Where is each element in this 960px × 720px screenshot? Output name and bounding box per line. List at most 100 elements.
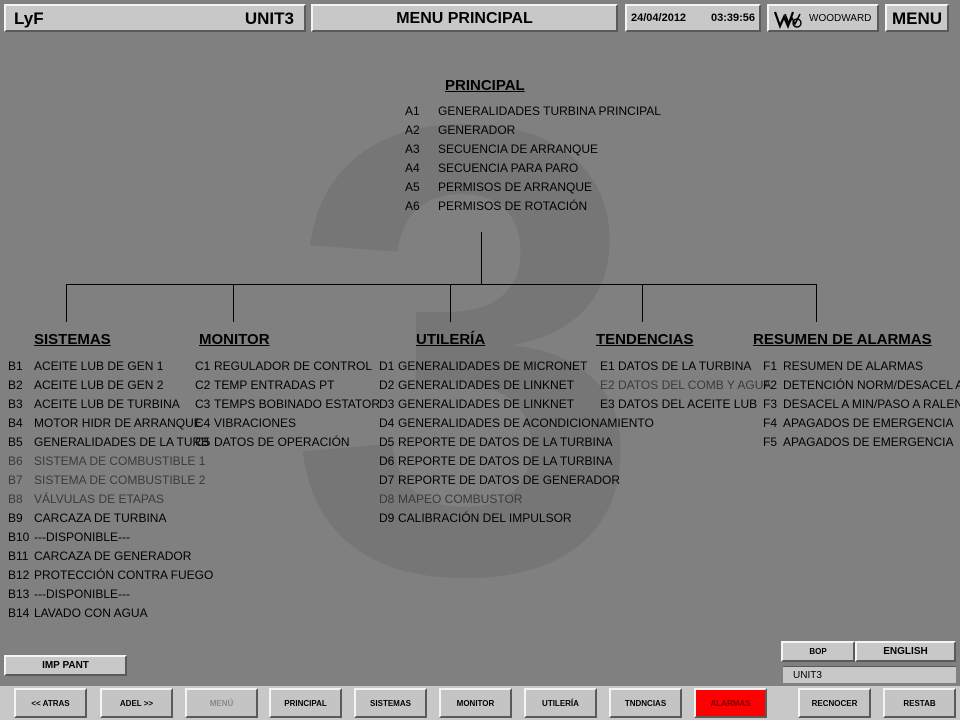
item-label: DATOS DEL ACEITE LUB [618, 397, 758, 411]
sistemas-nav-button[interactable]: SISTEMAS [354, 688, 427, 718]
item-label: RESUMEN DE ALARMAS [783, 359, 924, 373]
restablecer-label: RESTAB [903, 698, 936, 708]
item-label: APAGADOS DE EMERGENCIA [783, 435, 954, 449]
item-code: D2 [379, 378, 395, 392]
item-code: A5 [405, 180, 420, 194]
item-code: B2 [8, 378, 23, 392]
alarmas-item[interactable]: F3 DESACEL A MIN/PASO A RALENTÍ [763, 395, 960, 413]
item-label: GENERALIDADES DE LINKNET [398, 378, 575, 392]
item-code: B6 [8, 454, 23, 468]
monitor-nav-button[interactable]: MONITOR [439, 688, 512, 718]
item-label: VÁLVULAS DE ETAPAS [34, 492, 165, 506]
alarmas-nav-button[interactable]: ALARMAS [694, 688, 767, 718]
english-button[interactable]: ENGLISH [855, 641, 956, 662]
item-code: F3 [763, 397, 778, 411]
item-label: SISTEMA DE COMBUSTIBLE 1 [34, 454, 206, 468]
item-code: D3 [379, 397, 395, 411]
item-label: DATOS DEL COMB Y AGUA [618, 378, 772, 392]
item-label: GENERALIDADES DE LINKNET [398, 397, 575, 411]
principal-item[interactable]: A5 PERMISOS DE ARRANQUE [405, 178, 592, 196]
item-label: SISTEMA DE COMBUSTIBLE 2 [34, 473, 206, 487]
item-label: PERMISOS DE ARRANQUE [438, 180, 593, 194]
menu-nav-label: MENÚ [209, 698, 234, 708]
tree-branch-sistemas [66, 284, 67, 322]
atras-label: << ATRAS [31, 698, 70, 708]
sistemas-item[interactable]: B13---DISPONIBLE--- [8, 585, 130, 603]
datetime-box: 24/04/2012 03:39:56 [625, 4, 761, 32]
item-label: DESACEL A MIN/PASO A RALENTÍ [783, 397, 960, 411]
item-code: F1 [763, 359, 778, 373]
adelante-label: ADEL >> [119, 698, 154, 708]
item-code: E1 [600, 359, 615, 373]
item-label: DATOS DE OPERACIÓN [214, 435, 350, 449]
menu-nav-button[interactable]: MENÚ [185, 688, 258, 718]
alarmas-item[interactable]: F1 RESUMEN DE ALARMAS [763, 357, 923, 375]
item-label: LAVADO CON AGUA [34, 606, 148, 620]
reconocer-button[interactable]: RECNOCER [798, 688, 871, 718]
principal-nav-button[interactable]: PRINCIPAL [269, 688, 342, 718]
menu-button[interactable]: MENU [885, 4, 949, 32]
item-label: VIBRACIONES [214, 416, 297, 430]
reconocer-label: RECNOCER [811, 698, 858, 708]
item-code: D5 [379, 435, 395, 449]
item-code: E2 [600, 378, 615, 392]
imp-pant-label: IMP PANT [42, 660, 89, 671]
bop-button[interactable]: BOP [781, 641, 855, 662]
sistemas-nav-label: SISTEMAS [370, 698, 411, 708]
tree-trunk [481, 232, 482, 284]
monitor-title: MONITOR [199, 331, 270, 348]
tendencias-nav-button[interactable]: TNDNCIAS [609, 688, 682, 718]
item-code: C5 [195, 435, 211, 449]
imp-pant-button[interactable]: IMP PANT [4, 655, 127, 676]
tree-branch-utileria [450, 284, 451, 322]
item-label: CARCAZA DE TURBINA [34, 511, 167, 525]
utileria-nav-button[interactable]: UTILERÍA [524, 688, 597, 718]
atras-button[interactable]: << ATRAS [14, 688, 87, 718]
item-label: ACEITE LUB DE GEN 2 [34, 378, 164, 392]
item-code: A2 [405, 123, 420, 137]
restablecer-button[interactable]: RESTAB [883, 688, 956, 718]
sistemas-item[interactable]: B2 ACEITE LUB DE GEN 2 [8, 376, 163, 394]
item-code: D7 [379, 473, 395, 487]
item-code: F4 [763, 416, 778, 430]
adelante-button[interactable]: ADEL >> [100, 688, 173, 718]
item-label: CALIBRACIÓN DEL IMPULSOR [398, 511, 572, 525]
sistemas-item[interactable]: B6 SISTEMA DE COMBUSTIBLE 1 [8, 452, 205, 470]
sistemas-item[interactable]: B10---DISPONIBLE--- [8, 528, 130, 546]
